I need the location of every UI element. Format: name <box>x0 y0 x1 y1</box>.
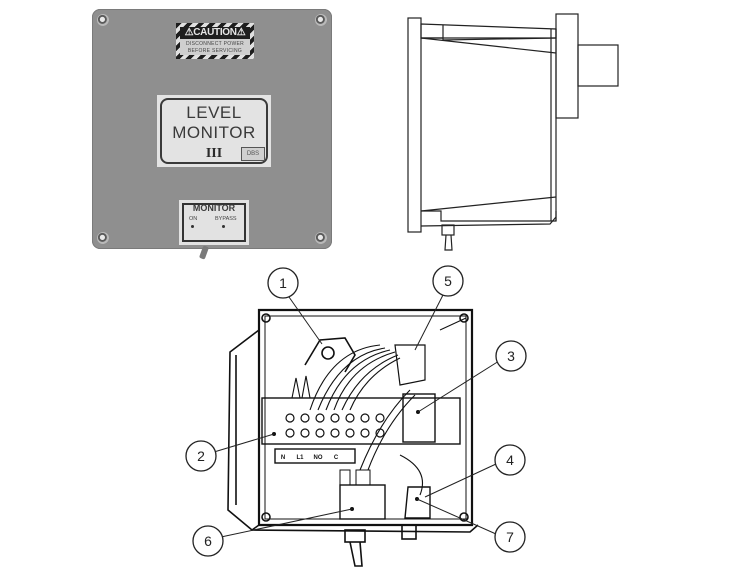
leader-5 <box>414 294 444 351</box>
callout-1: 1 <box>267 267 299 299</box>
terminal-labels: N L1 NO C <box>281 455 339 461</box>
side-front-bezel <box>407 17 422 233</box>
screw-icon <box>97 232 109 244</box>
leader-2 <box>213 433 275 453</box>
leader-lines <box>213 294 500 538</box>
side-bottom-taper <box>420 196 557 212</box>
monitor-bypass-label: MONITOR ON BYPASS <box>179 200 249 245</box>
side-toggle-lever <box>444 234 453 251</box>
terminal-screws <box>285 413 385 438</box>
side-toggle-base <box>441 224 455 236</box>
cord-grip <box>401 524 417 540</box>
terminal-label-l1: L1 <box>296 455 304 461</box>
rotor-bracket <box>304 337 356 373</box>
callout-7: 7 <box>494 521 526 553</box>
terminal-label-n: N <box>281 455 285 461</box>
callout-5-number: 5 <box>444 273 452 289</box>
label-line-monitor: MONITOR <box>172 123 256 142</box>
label-line-level: LEVEL <box>186 103 242 122</box>
callout-6: 6 <box>192 525 224 557</box>
side-top-lip <box>420 23 557 39</box>
callout-4: 4 <box>494 444 526 476</box>
caution-line-2: BEFORE SERVICING <box>187 48 243 54</box>
leader-7 <box>416 498 497 535</box>
front-panel: ⚠CAUTION⚠ DISCONNECT POWER BEFORE SERVIC… <box>92 9 332 249</box>
interior-view <box>227 308 479 567</box>
toggle-lever <box>349 541 363 567</box>
callout-2: 2 <box>185 440 217 472</box>
option-bypass: BYPASS <box>215 216 237 222</box>
enclosure-side-wall <box>227 329 260 532</box>
bypass-switch-block <box>339 484 386 520</box>
toggle-base <box>344 529 366 543</box>
level-monitor-label: LEVEL MONITOR III DBS <box>157 95 271 167</box>
ground-terminal <box>404 486 431 519</box>
bypass-title: MONITOR <box>192 203 236 213</box>
switch-component <box>394 344 426 386</box>
leader-1 <box>288 296 323 345</box>
caution-label: ⚠CAUTION⚠ DISCONNECT POWER BEFORE SERVIC… <box>176 23 254 59</box>
relay <box>402 393 436 443</box>
brand-logo-icon: DBS <box>241 147 265 161</box>
callouts: 1 2 3 4 5 6 7 <box>185 265 527 557</box>
caution-line-1: DISCONNECT POWER <box>185 41 245 47</box>
enclosure-frame <box>257 308 474 527</box>
wires <box>291 344 424 496</box>
option-on: ON <box>189 216 198 222</box>
leader-3 <box>417 360 500 413</box>
terminal-label-c: C <box>334 455 339 461</box>
side-hub <box>577 44 619 87</box>
callout-1-number: 1 <box>279 275 287 291</box>
caution-title: ⚠CAUTION⚠ <box>180 27 250 39</box>
callout-3: 3 <box>495 340 527 372</box>
terminal-label-strip <box>274 448 356 464</box>
screw-icon <box>97 14 109 26</box>
screw-icon <box>315 14 327 26</box>
led-bypass-icon <box>222 225 225 228</box>
leader-dots <box>272 410 420 511</box>
callout-7-number: 7 <box>506 529 514 545</box>
side-view <box>407 13 619 251</box>
callout-2-number: 2 <box>197 448 205 464</box>
callout-4-number: 4 <box>506 452 514 468</box>
leader-4 <box>424 463 497 498</box>
side-top-taper <box>420 37 557 54</box>
callout-5: 5 <box>432 265 464 297</box>
side-back-flange <box>555 13 579 119</box>
terminal-label-no: NO <box>314 455 323 461</box>
leader-6 <box>220 508 353 538</box>
callout-6-number: 6 <box>204 533 212 549</box>
terminal-strip <box>261 397 461 445</box>
screw-icon <box>315 232 327 244</box>
model-numeral: III <box>205 146 223 161</box>
led-on-icon <box>191 225 194 228</box>
callout-3-number: 3 <box>507 348 515 364</box>
